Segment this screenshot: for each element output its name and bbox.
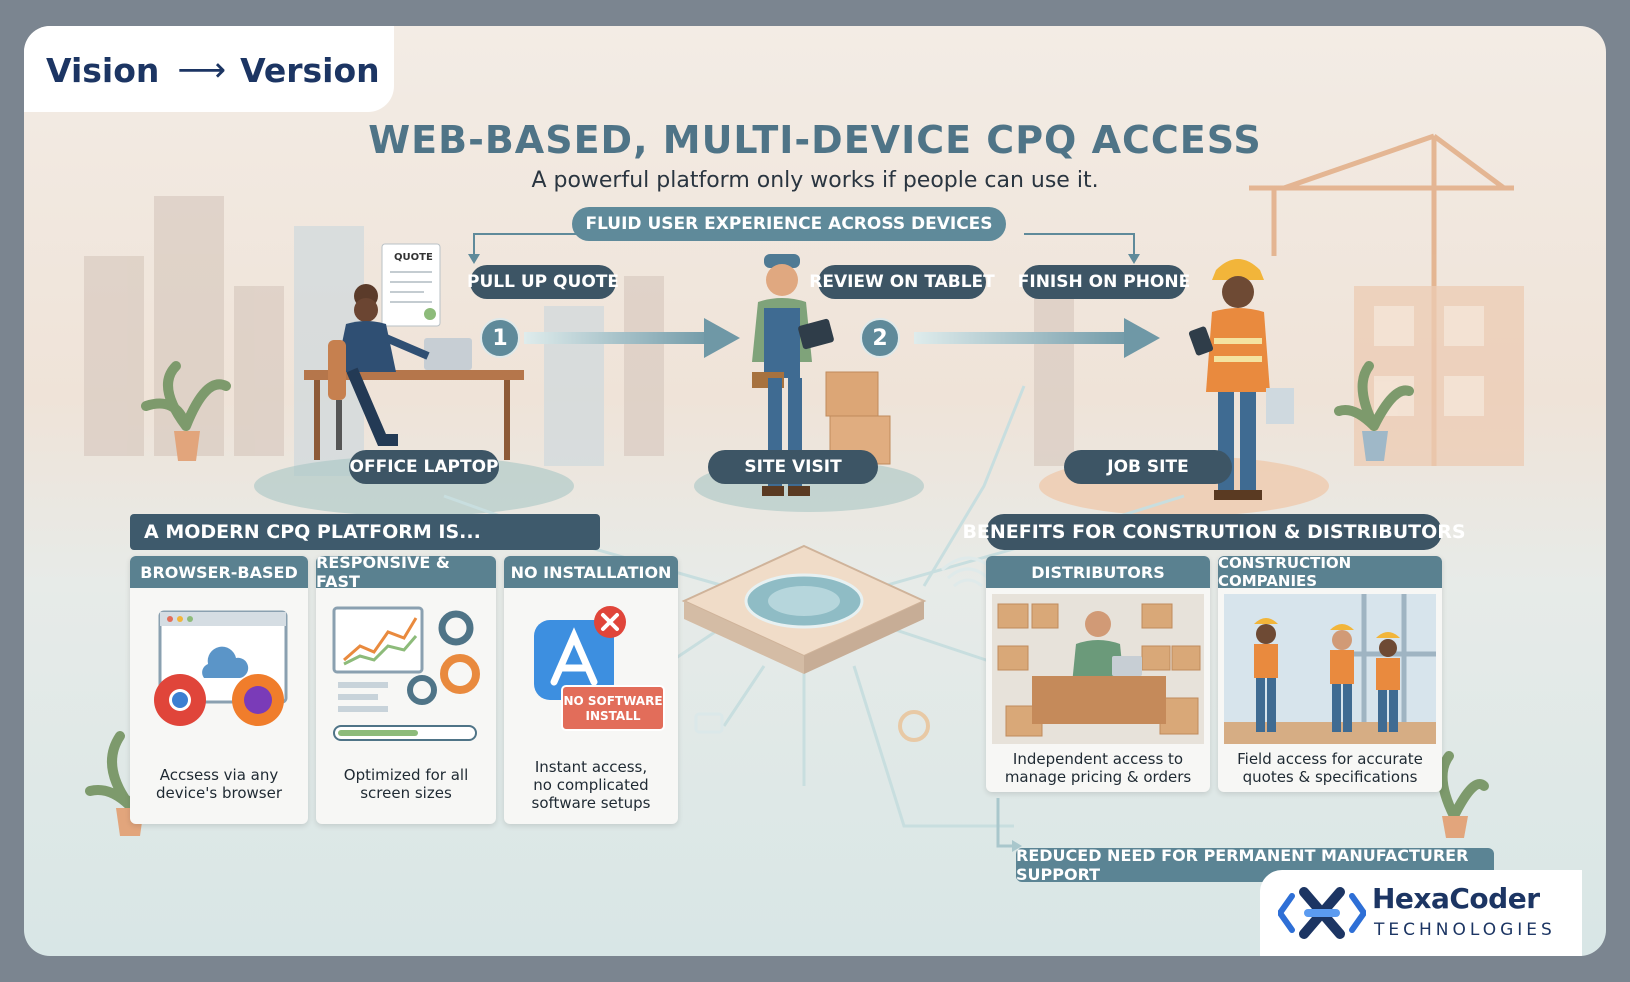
- place-site-visit: SITE VISIT: [708, 450, 878, 484]
- brand-left: Vision: [46, 50, 160, 90]
- brand-tagline: Vision ⟶ Version: [46, 50, 380, 90]
- logo-name: HexaCoder: [1372, 882, 1540, 915]
- sign-line-2: INSTALL: [585, 709, 641, 723]
- card-no-installation: NO INSTALLATION NO SOFTWARE INSTALL Inst…: [504, 556, 678, 824]
- card-browser-caption-1: Accsess via any: [159, 766, 279, 784]
- infographic-frame: Vision ⟶ Version WEB-BASED, MULTI-DEVICE…: [24, 26, 1606, 956]
- card-no-install-caption-1: Instant access,: [534, 758, 648, 776]
- hexacoder-logo: HexaCoder TECHNOLOGIES: [1260, 870, 1582, 956]
- responsive-chart-icon: [332, 606, 480, 741]
- card-no-install-caption-2: no complicated: [533, 776, 649, 794]
- laptop-icon: [424, 338, 472, 370]
- gear-icon: [438, 610, 474, 646]
- cloud-icon: [202, 646, 249, 678]
- no-install-sign-text: NO SOFTWARE INSTALL: [562, 694, 664, 724]
- box-icon: [825, 371, 879, 417]
- card-construction-caption-1: Field access for accurate: [1237, 750, 1423, 768]
- card-distributors-title: DISTRIBUTORS: [986, 556, 1210, 588]
- card-distributors-caption-1: Independent access to: [1012, 750, 1184, 768]
- card-browser-based: BROWSER-BASED Accsess via any device's b…: [130, 556, 308, 824]
- step-label-pull-up-quote: PULL UP QUOTE: [467, 265, 619, 299]
- browser-icon: [154, 610, 288, 726]
- check-icon: [424, 308, 436, 320]
- card-no-install-caption-3: software setups: [531, 794, 651, 812]
- card-browser-caption-2: device's browser: [156, 784, 282, 802]
- card-no-install-title: NO INSTALLATION: [504, 556, 678, 588]
- laptop-decor-icon: [694, 712, 724, 734]
- card-responsive-caption-2: screen sizes: [360, 784, 452, 802]
- flow-bracket: [468, 233, 1140, 264]
- page-subtitle: A powerful platform only works if people…: [531, 168, 1099, 193]
- card-construction-title: CONSTRUCTION COMPANIES: [1218, 556, 1442, 590]
- plant-right-bottom: [1437, 751, 1489, 838]
- flow-arrows: [524, 318, 1160, 358]
- brand-right: Version: [240, 50, 380, 90]
- gear-decor-icon: [898, 710, 930, 742]
- benefits-heading: BENEFITS FOR CONSTRUTION & DISTRIBUTORS: [962, 514, 1466, 550]
- quote-document-label: QUOTE: [394, 252, 433, 263]
- flow-header: FLUID USER EXPERIENCE ACROSS DEVICES: [572, 207, 1006, 241]
- gear-icon-small: [407, 675, 437, 705]
- card-construction-companies: CONSTRUCTION COMPANIES Field access for …: [1218, 556, 1442, 792]
- card-responsive-caption-1: Optimized for all: [343, 766, 469, 784]
- modern-platform-heading: A MODERN CPQ PLATFORM IS...: [130, 514, 600, 550]
- page-title: WEB-BASED, MULTI-DEVICE CPQ ACCESS: [368, 118, 1262, 162]
- step-number-1: 1: [480, 318, 520, 358]
- no-install-sign: [561, 685, 665, 731]
- clipboard-icon: [1266, 388, 1294, 424]
- hard-hat-icon: [1212, 259, 1264, 280]
- card-responsive-title: RESPONSIVE & FAST: [316, 556, 496, 591]
- tablet-icon: [798, 318, 834, 350]
- card-distributors: DISTRIBUTORS Independent access to manag…: [986, 556, 1210, 792]
- distributor-illustration: [992, 594, 1204, 744]
- card-responsive-fast: RESPONSIVE & FAST Optimized for all scre…: [316, 556, 496, 824]
- laptop-icon-distributor: [1112, 656, 1142, 676]
- step-number-2: 2: [860, 318, 900, 358]
- arrow-right-icon: ⟶: [177, 50, 226, 90]
- central-hub: [681, 544, 927, 674]
- plant-left-top: [141, 361, 231, 461]
- construction-illustration: [1224, 594, 1436, 744]
- job-site-illustration: [1188, 259, 1294, 500]
- office-laptop-illustration: [304, 243, 524, 460]
- card-browser-based-title: BROWSER-BASED: [130, 556, 308, 588]
- logo-subtitle: TECHNOLOGIES: [1374, 920, 1556, 940]
- place-job-site: JOB SITE: [1064, 450, 1232, 484]
- quote-document: [381, 243, 441, 327]
- card-construction-caption-2: quotes & specifications: [1242, 768, 1418, 786]
- card-distributors-caption-2: manage pricing & orders: [1004, 768, 1192, 786]
- gear-icon-orange: [440, 654, 480, 694]
- app-store-icon: [534, 606, 665, 731]
- sign-line-1: NO SOFTWARE: [563, 694, 663, 708]
- step-label-review-tablet: REVIEW ON TABLET: [809, 265, 995, 299]
- plant-right-top: [1334, 361, 1414, 461]
- brand-tab: Vision ⟶ Version: [24, 26, 394, 112]
- hexagon-logo-icon: [1278, 887, 1366, 939]
- phone-icon: [1188, 326, 1214, 356]
- place-office-laptop: OFFICE LAPTOP: [349, 450, 499, 484]
- step-label-finish-phone: FINISH ON PHONE: [1018, 265, 1190, 299]
- footer-connector: [996, 798, 1022, 852]
